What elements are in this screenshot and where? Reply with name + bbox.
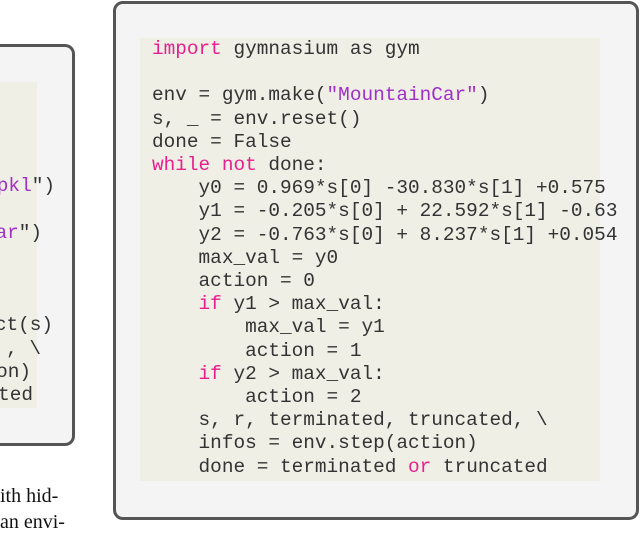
code-token: ") [31, 175, 55, 197]
code-line: y0 = 0.969*s[0] -30.830*s[1] +0.575 [152, 177, 606, 200]
code-line: y1 = -0.205*s[0] + 22.592*s[1] -0.63 [152, 200, 618, 223]
caption-fragment: an envi- [0, 511, 65, 533]
code-token: action = 2 [152, 386, 362, 408]
code-token: y2 > max_val: [221, 362, 385, 385]
code-token: s, _ = env.reset() [152, 107, 362, 130]
code-token: ted [0, 384, 33, 406]
code-line: action = 1 [152, 340, 361, 363]
code-token: ct(s) [0, 314, 53, 336]
code-token: done: [256, 154, 327, 176]
keyword-token: or [408, 455, 432, 478]
code-token: s, r, terminated, truncated, \ [152, 409, 548, 432]
code-line-fragment: , \ [6, 338, 41, 361]
code-token: on) [0, 361, 31, 383]
caption-fragment: ith hid- [0, 485, 59, 507]
code-line: done = terminated or truncated [152, 456, 548, 479]
code-line-fragment: ct(s) [0, 314, 53, 337]
code-token: y1 > max_val: [221, 293, 385, 316]
keyword-token: if [198, 362, 222, 385]
code-token [210, 154, 222, 176]
code-token [152, 363, 199, 385]
code-token: done = False [152, 130, 292, 153]
code-line: s, _ = env.reset() [152, 108, 361, 131]
code-line-fragment: ar") [0, 222, 42, 245]
left-code-background [0, 82, 37, 408]
code-token: action = 0 [152, 270, 315, 292]
code-line: import gymnasium as gym [152, 38, 420, 61]
code-line: action = 2 [152, 386, 361, 409]
code-line-fragment: pkl") [0, 175, 55, 198]
code-line: infos = env.step(action) [152, 432, 478, 455]
code-token: env = gym.make( [152, 84, 327, 107]
code-token: max_val = y0 [152, 246, 339, 269]
code-line: if y2 > max_val: [152, 363, 385, 386]
keyword-token: while [152, 154, 211, 176]
string-token: "MountainCar" [326, 84, 478, 107]
code-line-fragment: ted [0, 384, 33, 407]
right-code-background [140, 38, 600, 481]
keyword-token: not [221, 154, 257, 176]
code-line: done = False [152, 131, 292, 154]
code-line: action = 0 [152, 270, 315, 293]
code-token: y2 = -0.763*s[0] + 8.237*s[1] +0.054 [152, 223, 618, 246]
code-line: max_val = y0 [152, 246, 339, 270]
code-line: env = gym.make("MountainCar") [152, 84, 489, 107]
code-token: y0 = 0.969*s[0] -30.830*s[1] +0.575 [152, 177, 606, 200]
code-token: ") [18, 222, 42, 244]
code-token: truncated [431, 455, 548, 478]
code-line: s, r, terminated, truncated, \ [152, 409, 548, 432]
code-token: done = terminated [152, 455, 408, 478]
code-token [152, 293, 199, 315]
code-token: , \ [6, 338, 41, 360]
code-token: y1 = -0.205*s[0] + 22.592*s[1] -0.63 [152, 200, 618, 223]
string-token: ar [0, 222, 19, 244]
code-token: gymnasium as gym [221, 38, 420, 60]
string-token: pkl [0, 175, 32, 197]
code-line: y2 = -0.763*s[0] + 8.237*s[1] +0.054 [152, 223, 618, 247]
code-line: if y1 > max_val: [152, 293, 385, 316]
code-line: max_val = y1 [152, 316, 385, 339]
keyword-token: if [198, 293, 222, 316]
code-line: while not done: [152, 154, 327, 177]
code-token: action = 1 [152, 339, 362, 362]
code-token: max_val = y1 [152, 316, 385, 339]
code-token: infos = env.step(action) [152, 432, 478, 455]
code-line-fragment: on) [0, 361, 31, 384]
code-token: ) [477, 84, 490, 107]
keyword-token: import [152, 38, 222, 60]
